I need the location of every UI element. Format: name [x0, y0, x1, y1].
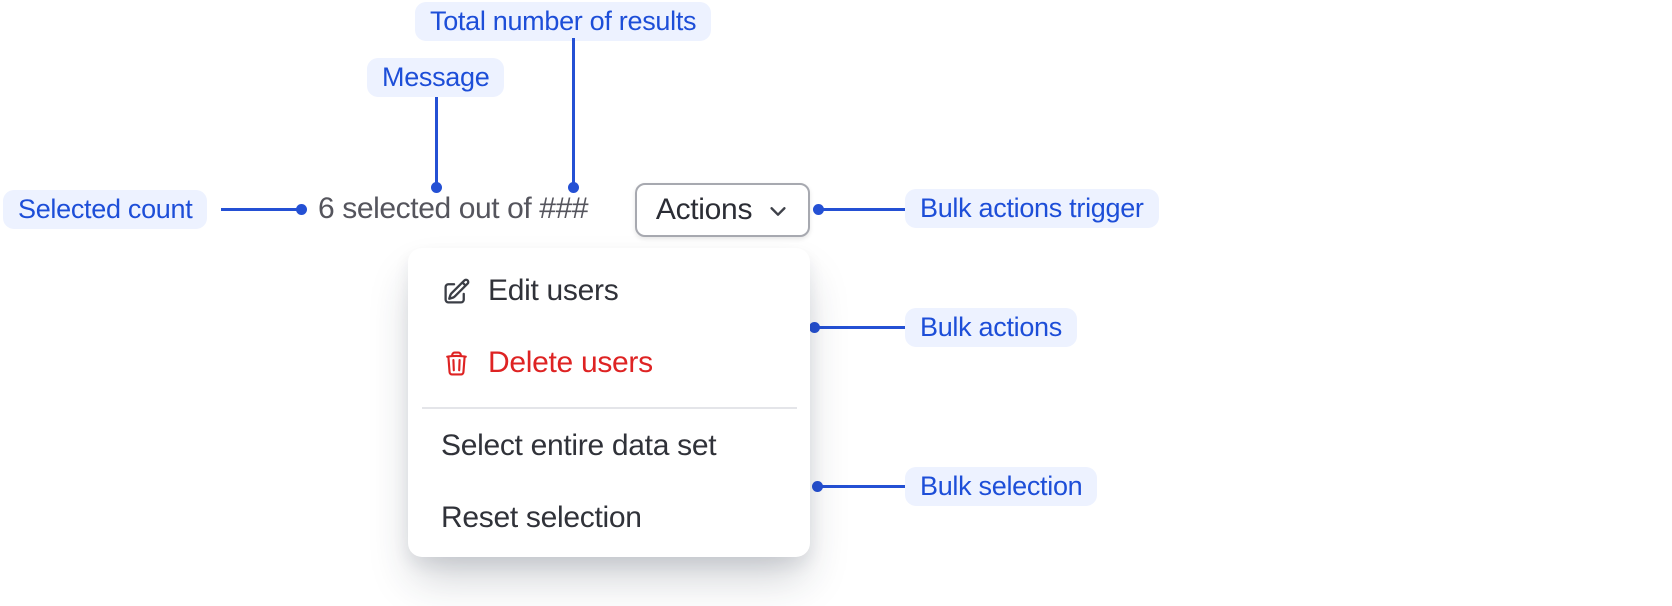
annotation-label-selected-count: Selected count [3, 190, 208, 229]
menu-item-label: Reset selection [441, 501, 642, 534]
menu-divider [422, 407, 797, 409]
menu-item-label: Delete users [488, 346, 653, 379]
connector-total-results-dot [568, 182, 579, 193]
edit-icon [441, 276, 471, 306]
connector-bulk-actions-trigger-line [822, 208, 905, 211]
actions-button-label: Actions [655, 193, 753, 226]
connector-bulk-selection-dot [812, 481, 823, 492]
trash-icon [441, 348, 471, 378]
chevron-down-icon [767, 200, 789, 222]
menu-item-label: Select entire data set [441, 429, 717, 462]
annotation-label-bulk-selection: Bulk selection [905, 467, 1098, 506]
menu-item-select-entire-data-set[interactable]: Select entire data set [441, 424, 792, 468]
annotation-label-total-results: Total number of results [415, 2, 712, 41]
selection-message: 6 selected out of ### [318, 192, 589, 225]
connector-selected-count-dot [296, 204, 307, 215]
connector-bulk-actions-dot [809, 322, 820, 333]
menu-item-delete-users[interactable]: Delete users [441, 341, 792, 385]
connector-bulk-selection-line [821, 485, 905, 488]
connector-bulk-actions-trigger-dot [813, 204, 824, 215]
annotation-label-message: Message [367, 58, 505, 97]
bulk-actions-menu: Edit users Delete users Select entire da… [408, 248, 810, 557]
connector-message-line [435, 97, 438, 185]
menu-item-edit-users[interactable]: Edit users [441, 269, 792, 313]
actions-button[interactable]: Actions [635, 183, 810, 237]
connector-message-dot [431, 182, 442, 193]
menu-item-reset-selection[interactable]: Reset selection [441, 496, 792, 540]
connector-selected-count-line [221, 208, 299, 211]
annotation-label-bulk-actions: Bulk actions [905, 308, 1077, 347]
annotation-label-bulk-actions-trigger: Bulk actions trigger [905, 189, 1159, 228]
menu-item-label: Edit users [488, 274, 619, 307]
connector-total-results-line [572, 38, 575, 185]
connector-bulk-actions-line [818, 326, 905, 329]
